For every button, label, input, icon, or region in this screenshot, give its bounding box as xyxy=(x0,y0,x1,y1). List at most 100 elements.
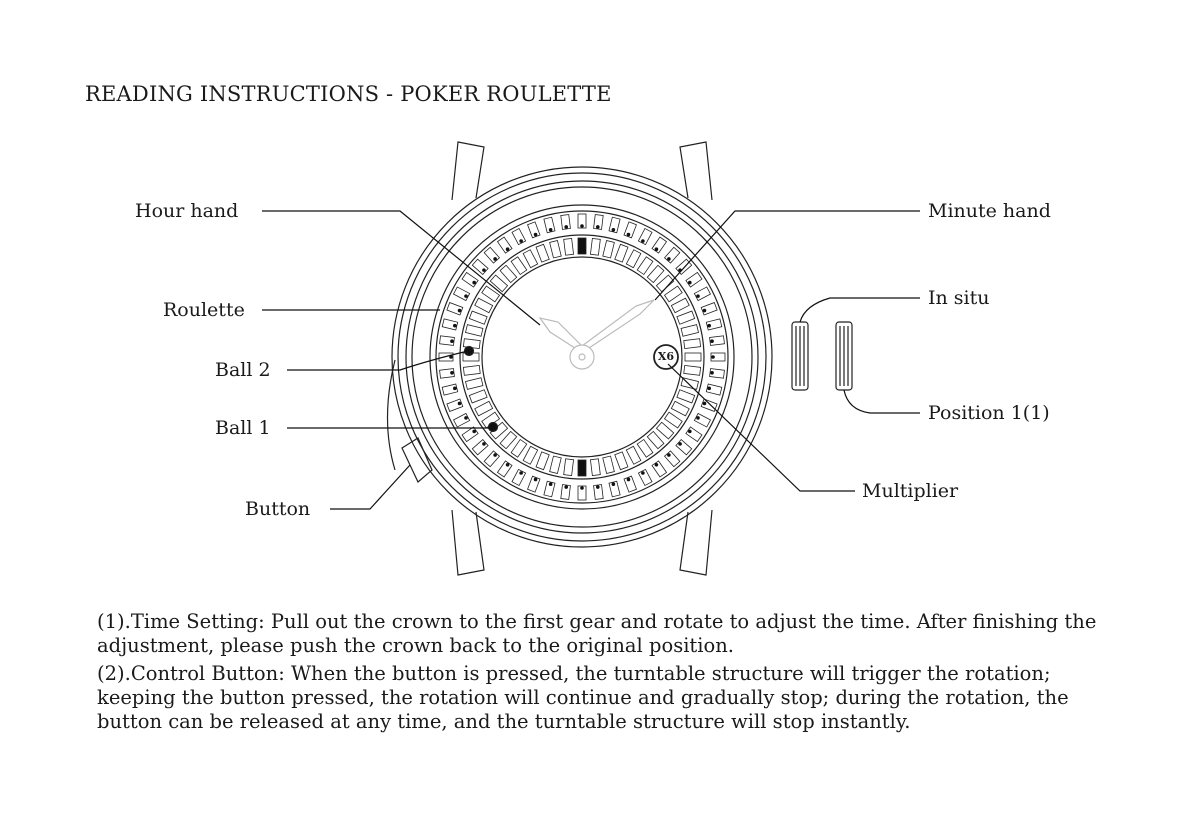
suit-mark xyxy=(505,463,510,467)
roulette-slot xyxy=(535,243,550,263)
hands xyxy=(538,299,655,370)
roulette-slot xyxy=(663,411,683,429)
roulette-slot xyxy=(543,216,556,234)
roulette-slot xyxy=(655,421,675,440)
roulette-slot xyxy=(683,364,702,376)
roulette-slot xyxy=(651,460,668,478)
roulette-slot xyxy=(461,271,479,288)
suit-mark xyxy=(711,355,715,359)
suit-mark xyxy=(595,485,600,489)
roulette-slot xyxy=(577,485,587,501)
roulette-slot xyxy=(577,459,587,477)
suit-mark xyxy=(493,257,497,261)
roulette-slot xyxy=(465,377,484,390)
roulette-slot xyxy=(522,249,539,269)
roulette-slot xyxy=(637,227,653,246)
roulette-slot xyxy=(709,368,725,379)
roulette-slot xyxy=(560,484,571,500)
roulette-slot xyxy=(452,286,471,302)
pusher-button xyxy=(386,359,433,483)
label-minute-hand: Minute hand xyxy=(928,200,1051,222)
suit-mark xyxy=(457,308,462,313)
suit-mark xyxy=(564,485,569,489)
roulette-slot xyxy=(589,237,601,256)
roulette-slot xyxy=(625,445,642,465)
suit-mark xyxy=(688,280,692,285)
roulette-slot xyxy=(636,256,654,276)
label-multiplier: Multiplier xyxy=(862,480,959,502)
roulette-slot xyxy=(441,318,459,331)
roulette-slot xyxy=(452,412,471,428)
roulette-slot xyxy=(511,468,527,487)
roulette-slot xyxy=(684,352,702,362)
suit-mark xyxy=(702,308,707,313)
watch-case xyxy=(391,166,773,548)
label-position: Position 1(1) xyxy=(928,402,1050,424)
roulette-slot xyxy=(468,389,488,404)
roulette-slot xyxy=(663,246,681,264)
roulette-slot xyxy=(474,297,494,314)
roulette-slot xyxy=(499,264,518,284)
roulette-slot xyxy=(670,297,690,314)
leader-lines xyxy=(262,210,920,510)
suit-mark xyxy=(464,294,468,298)
roulette-slot xyxy=(625,249,642,269)
suit-mark xyxy=(710,370,714,375)
suit-mark xyxy=(688,429,692,434)
roulette-slot xyxy=(675,438,693,456)
instruction-time-setting: (1).Time Setting: Pull out the crown to … xyxy=(97,610,1097,657)
roulette-slot xyxy=(602,455,615,474)
suit-mark xyxy=(457,401,462,406)
roulette-slot xyxy=(468,310,488,325)
roulette-slot xyxy=(670,400,690,417)
suit-mark xyxy=(710,339,714,344)
suit-mark xyxy=(450,370,454,375)
suit-mark xyxy=(482,442,486,446)
suit-mark xyxy=(707,323,711,328)
suit-mark xyxy=(707,386,711,391)
roulette-slot xyxy=(693,286,712,302)
roulette-slot xyxy=(496,460,513,478)
suit-mark xyxy=(533,477,538,482)
roulette-slot xyxy=(465,324,484,337)
roulette-slot xyxy=(439,368,455,379)
suit-mark xyxy=(641,239,645,243)
roulette-slot xyxy=(685,271,703,288)
roulette-slot xyxy=(438,352,454,362)
roulette-slot xyxy=(535,451,550,471)
roulette-slot xyxy=(563,237,575,256)
roulette-slot xyxy=(563,458,575,477)
suit-mark xyxy=(450,339,454,344)
ball-2 xyxy=(463,345,475,357)
suit-mark xyxy=(580,224,584,228)
suit-mark xyxy=(519,471,523,475)
roulette-slot xyxy=(709,335,725,346)
roulette-slot xyxy=(549,240,562,259)
roulette-ring xyxy=(438,213,726,501)
suit-mark xyxy=(641,471,645,475)
suit-mark xyxy=(533,232,538,237)
suit-mark xyxy=(449,355,453,359)
suit-mark xyxy=(453,323,457,328)
roulette-slot xyxy=(446,302,464,316)
label-in-situ: In situ xyxy=(928,287,990,309)
instruction-control-button: (2).Control Button: When the button is p… xyxy=(97,662,1069,733)
roulette-slot xyxy=(462,364,481,376)
roulette-slot xyxy=(614,243,629,263)
suit-mark xyxy=(678,442,682,446)
ball-1 xyxy=(487,421,499,433)
roulette-slot xyxy=(522,445,539,465)
label-roulette: Roulette xyxy=(163,299,245,321)
suit-mark xyxy=(626,232,631,237)
roulette-slot xyxy=(499,430,518,450)
suit-mark xyxy=(696,294,700,298)
roulette-slot xyxy=(636,438,654,458)
roulette-slot xyxy=(705,318,723,331)
roulette-slot xyxy=(577,213,587,229)
suit-mark xyxy=(482,268,486,272)
label-ball-1: Ball 1 xyxy=(215,417,271,439)
suit-mark xyxy=(580,486,584,490)
crown-position-1 xyxy=(835,321,853,391)
roulette-slot xyxy=(614,451,629,471)
roulette-slot xyxy=(510,256,528,276)
